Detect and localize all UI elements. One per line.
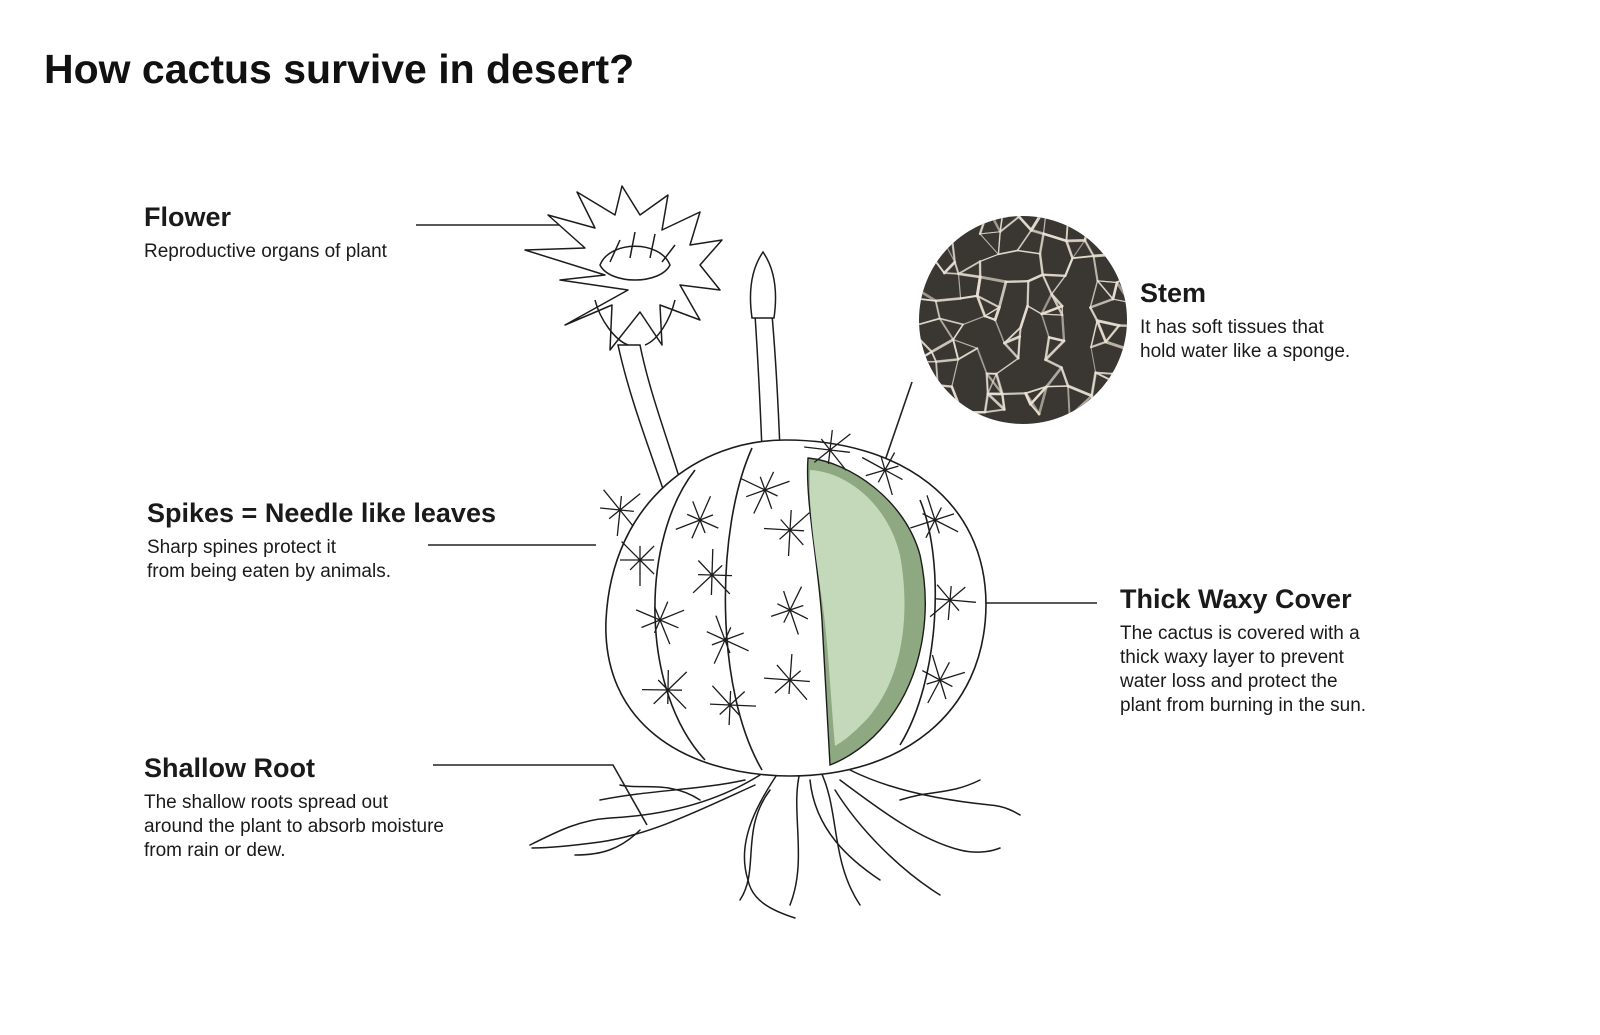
label-stem: Stem It has soft tissues that hold water… [1140, 280, 1350, 364]
stem-tissue-circle [908, 204, 1142, 424]
flower-drawing [525, 186, 722, 350]
root-heading: Shallow Root [144, 755, 444, 782]
label-thick-waxy-cover: Thick Waxy Cover The cactus is covered w… [1120, 586, 1366, 718]
flower-description: Reproductive organs of plant [144, 240, 387, 264]
spikes-description: Sharp spines protect it from being eaten… [147, 536, 496, 584]
waxy-description: The cactus is covered with a thick waxy … [1120, 622, 1366, 718]
stem-heading: Stem [1140, 280, 1350, 307]
root-description: The shallow roots spread out around the … [144, 791, 444, 863]
label-flower: Flower Reproductive organs of plant [144, 204, 387, 264]
flower-heading: Flower [144, 204, 387, 231]
spikes-heading: Spikes = Needle like leaves [147, 500, 496, 527]
root-leader [433, 765, 647, 825]
label-shallow-root: Shallow Root The shallow roots spread ou… [144, 755, 444, 863]
waxy-heading: Thick Waxy Cover [1120, 586, 1366, 613]
stem-description: It has soft tissues that hold water like… [1140, 316, 1350, 364]
shallow-root-drawing [530, 770, 1020, 918]
label-spikes: Spikes = Needle like leaves Sharp spines… [147, 500, 496, 584]
